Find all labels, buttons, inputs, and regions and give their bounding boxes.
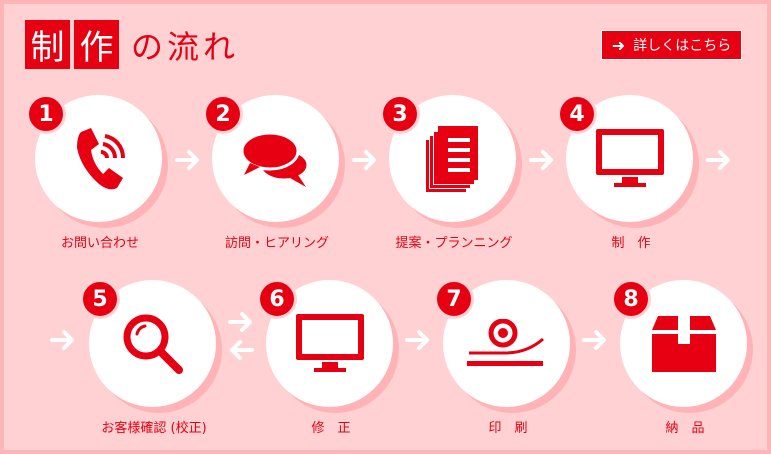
print-roll-icon xyxy=(466,318,544,366)
magnifier-icon xyxy=(123,314,183,374)
step-number-badge: 8 xyxy=(611,279,651,319)
arrow-right-icon xyxy=(582,330,608,350)
step-label: 提案・プランニング xyxy=(395,236,513,251)
monitor-icon xyxy=(595,128,664,187)
phone-icon xyxy=(76,127,125,189)
step-label: 納 品 xyxy=(665,421,705,436)
arrow-right-icon xyxy=(405,330,431,350)
title-box-1: 制 xyxy=(25,20,70,69)
page-title: 制 作 の流れ xyxy=(25,20,239,69)
documents-icon xyxy=(425,125,478,192)
arrow-right-icon xyxy=(706,150,732,170)
details-button-label: 詳しくはこちら xyxy=(633,38,732,54)
arrow-left-icon xyxy=(228,340,254,360)
step-number-badge: 2 xyxy=(203,94,243,134)
step-circle xyxy=(443,280,570,407)
arrow-right-icon: ➜ xyxy=(611,35,626,55)
arrow-right-icon xyxy=(228,312,254,332)
title-box-2: 作 xyxy=(74,20,119,69)
step-label: お問い合わせ xyxy=(60,236,139,251)
step-number-badge: 7 xyxy=(434,279,474,319)
box-icon xyxy=(651,315,716,372)
arrow-right-icon xyxy=(529,150,555,170)
step-number-badge: 5 xyxy=(80,279,120,319)
title-text: の流れ xyxy=(131,27,240,66)
step-label: 修 正 xyxy=(311,421,351,436)
step-number-badge: 6 xyxy=(257,279,297,319)
arrow-right-icon xyxy=(175,150,201,170)
step-label: お客様確認 (校正) xyxy=(101,421,207,436)
step-label: 制 作 xyxy=(611,236,651,251)
details-button[interactable]: ➜ 詳しくはこちら xyxy=(601,30,742,60)
step-label: 訪問・ヒアリング xyxy=(224,236,329,251)
step-label: 印 刷 xyxy=(488,421,528,436)
step-number-badge: 1 xyxy=(26,94,66,134)
arrow-right-icon xyxy=(50,330,76,350)
arrow-right-icon xyxy=(352,150,378,170)
chat-bubbles-icon xyxy=(240,131,309,187)
step-number-badge: 4 xyxy=(557,94,597,134)
step-number-badge: 3 xyxy=(380,94,420,134)
monitor-icon xyxy=(295,313,364,372)
